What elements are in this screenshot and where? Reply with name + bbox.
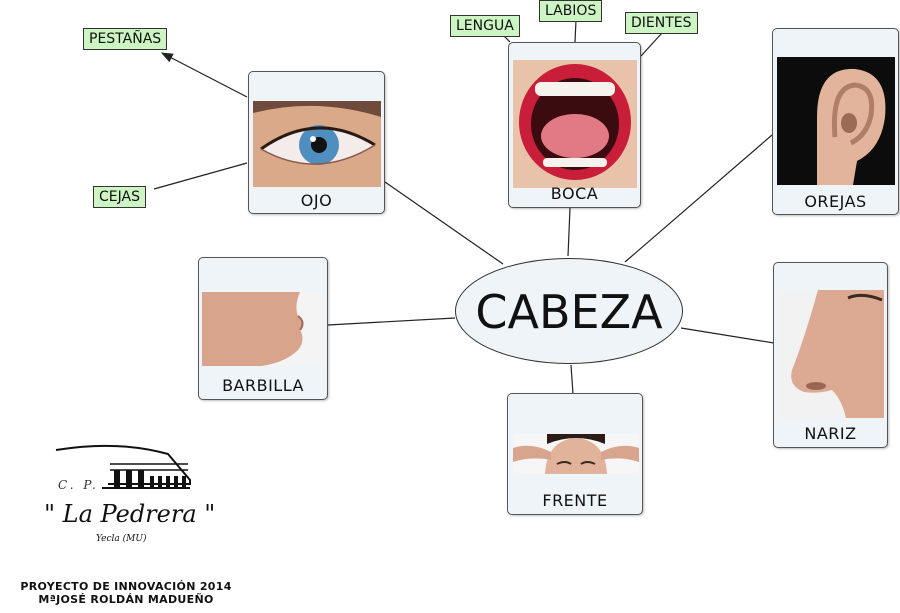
nose-image: [778, 290, 884, 418]
logo-name: " La Pedrera ": [44, 500, 216, 528]
card-ojo[interactable]: OJO: [248, 71, 385, 214]
tag-pestanas[interactable]: PESTAÑAS: [83, 28, 168, 50]
line-boca: [567, 207, 571, 257]
logo-cp: C. P.: [58, 478, 99, 492]
tag-lengua[interactable]: LENGUA: [450, 15, 520, 37]
card-orejas-label: OREJAS: [804, 192, 867, 211]
card-nariz-label: NARIZ: [804, 424, 857, 443]
card-barbilla[interactable]: BARBILLA: [198, 257, 328, 400]
card-frente-label: FRENTE: [542, 491, 608, 510]
card-barbilla-label: BARBILLA: [222, 376, 304, 395]
center-node[interactable]: CABEZA: [455, 258, 683, 364]
line-dientes: [640, 32, 663, 57]
eye-image: [253, 101, 381, 187]
card-boca[interactable]: BOCA: [508, 42, 641, 208]
line-barbilla: [327, 317, 456, 326]
school-logo: C. P. " La Pedrera " Yecla (MU): [38, 440, 228, 550]
ear-image: [777, 57, 895, 185]
footer: PROYECTO DE INNOVACIÓN 2014 MªJOSÉ ROLDÁ…: [6, 580, 246, 606]
card-boca-label: BOCA: [550, 184, 599, 203]
chin-image: [202, 292, 324, 366]
line-ojo: [384, 181, 504, 265]
card-orejas[interactable]: OREJAS: [772, 28, 899, 215]
line-labios: [574, 19, 577, 43]
footer-project: PROYECTO DE INNOVACIÓN 2014: [20, 580, 232, 593]
logo-town: Yecla (MU): [96, 534, 147, 544]
tag-dientes[interactable]: DIENTES: [625, 12, 698, 34]
line-lengua: [503, 35, 511, 43]
forehead-image: [513, 434, 639, 474]
line-nariz: [680, 327, 775, 344]
mouth-image: [513, 60, 637, 188]
card-frente[interactable]: FRENTE: [507, 393, 643, 515]
footer-author: MªJOSÉ ROLDÁN MADUEÑO: [38, 593, 214, 606]
line-cejas: [153, 162, 248, 190]
line-orejas: [624, 134, 773, 263]
tag-cejas[interactable]: CEJAS: [93, 186, 146, 208]
line-frente: [570, 364, 574, 395]
center-label: CABEZA: [475, 285, 663, 339]
card-ojo-label: OJO: [300, 191, 333, 210]
card-nariz[interactable]: NARIZ: [773, 262, 888, 448]
line-pestanas: [160, 52, 248, 98]
tag-labios[interactable]: LABIOS: [539, 0, 603, 22]
school-building-icon: [55, 444, 191, 489]
